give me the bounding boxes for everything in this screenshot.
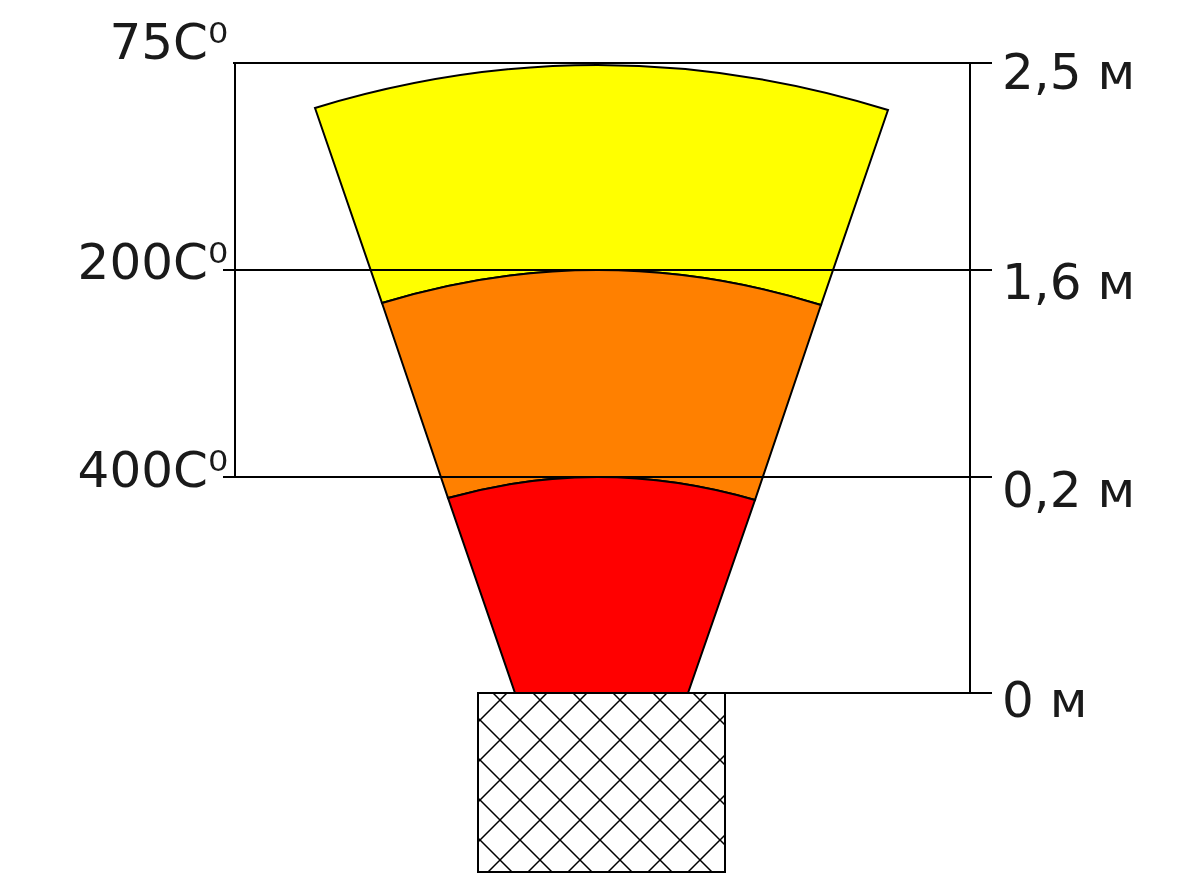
temperature-label: 400C⁰ (78, 445, 228, 495)
zone-75 (315, 65, 888, 305)
zone-400 (448, 477, 755, 693)
height-label: 0,2 м (1002, 465, 1135, 515)
temperature-label: 200C⁰ (78, 237, 228, 287)
height-label: 1,6 м (1002, 257, 1135, 307)
temperature-label: 75C⁰ (109, 17, 228, 67)
zone-200 (382, 270, 821, 500)
dimension-lines (223, 63, 992, 693)
height-label: 0 м (1002, 675, 1087, 725)
heat-source (478, 693, 725, 872)
height-label: 2,5 м (1002, 47, 1135, 97)
